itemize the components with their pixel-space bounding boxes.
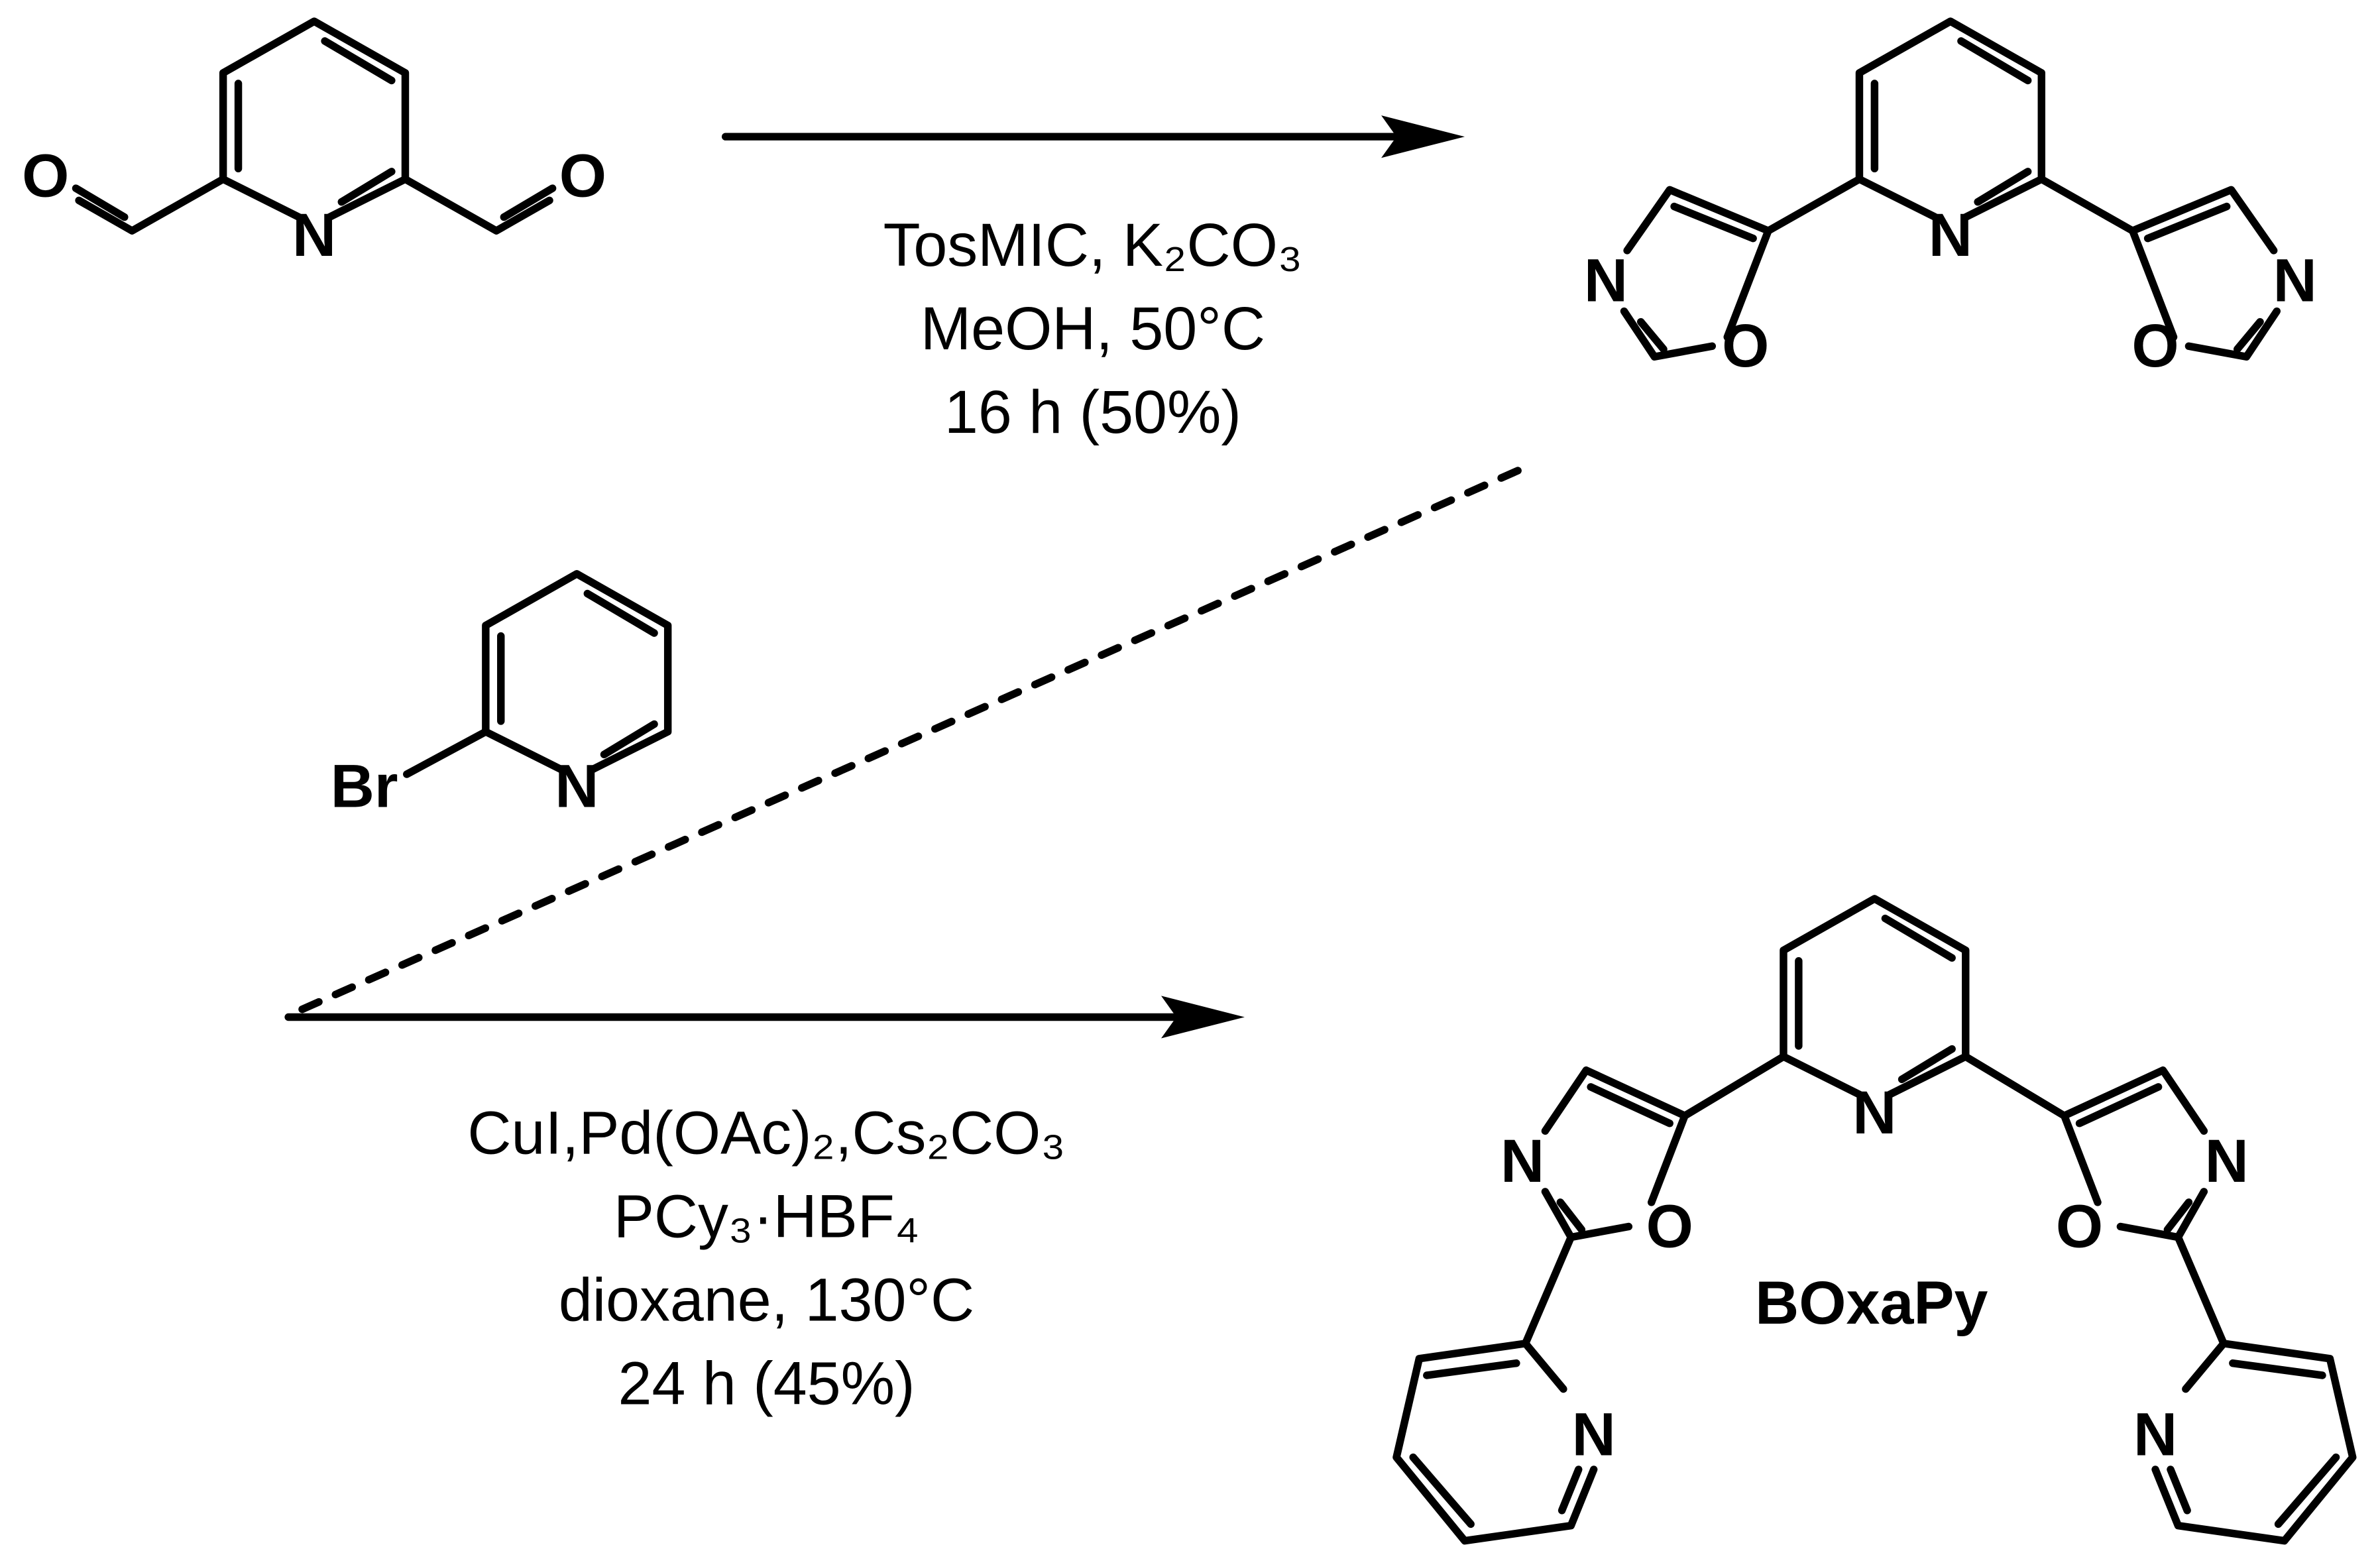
atom-br: Br [331, 752, 398, 820]
time-yield-line: 24 h (45%) [618, 1350, 915, 1417]
reagents-line: TosMIC, K₂CO₃ [883, 211, 1303, 279]
atom-n: N [1584, 247, 1628, 315]
reagents-line: CuI,Pd(OAc)₂,Cs₂CO₃ [467, 1100, 1065, 1167]
atom-n: N [555, 752, 598, 820]
atom-o: O [1646, 1193, 1693, 1261]
pyridine-dicarbaldehyde: N O O [22, 17, 606, 269]
atom-n: N [2273, 247, 2317, 315]
bis-oxazolyl-pyridine: N N O N O [1584, 17, 2317, 380]
atom-n: N [1501, 1127, 1544, 1195]
reaction-arrow-1 [721, 115, 1465, 158]
reaction-arrow-2 [284, 996, 1245, 1039]
atom-n: N [1572, 1401, 1616, 1468]
time-yield-line: 16 h (50%) [944, 378, 1241, 446]
atom-n: N [2205, 1127, 2249, 1195]
2-bromopyridine: N Br [331, 570, 672, 820]
atom-o: O [2131, 312, 2179, 380]
conditions-line: dioxane, 130°C [559, 1267, 974, 1334]
product-name: BOxaPy [1755, 1269, 1988, 1337]
atom-n: N [1852, 1079, 1896, 1147]
conditions-line: MeOH, 50°C [921, 295, 1265, 363]
boxapy-product: N N O N N O N [1392, 895, 2357, 1545]
atom-o: O [559, 143, 606, 210]
ligand-line: PCy₃·HBF₄ [614, 1183, 919, 1251]
atom-o: O [2056, 1193, 2103, 1261]
atom-o: O [1722, 312, 1769, 380]
dashed-connector [287, 467, 1522, 1018]
atom-n: N [2133, 1401, 2177, 1468]
atom-o: O [22, 143, 69, 210]
atom-n: N [1929, 201, 1972, 269]
atom-n: N [292, 201, 336, 269]
